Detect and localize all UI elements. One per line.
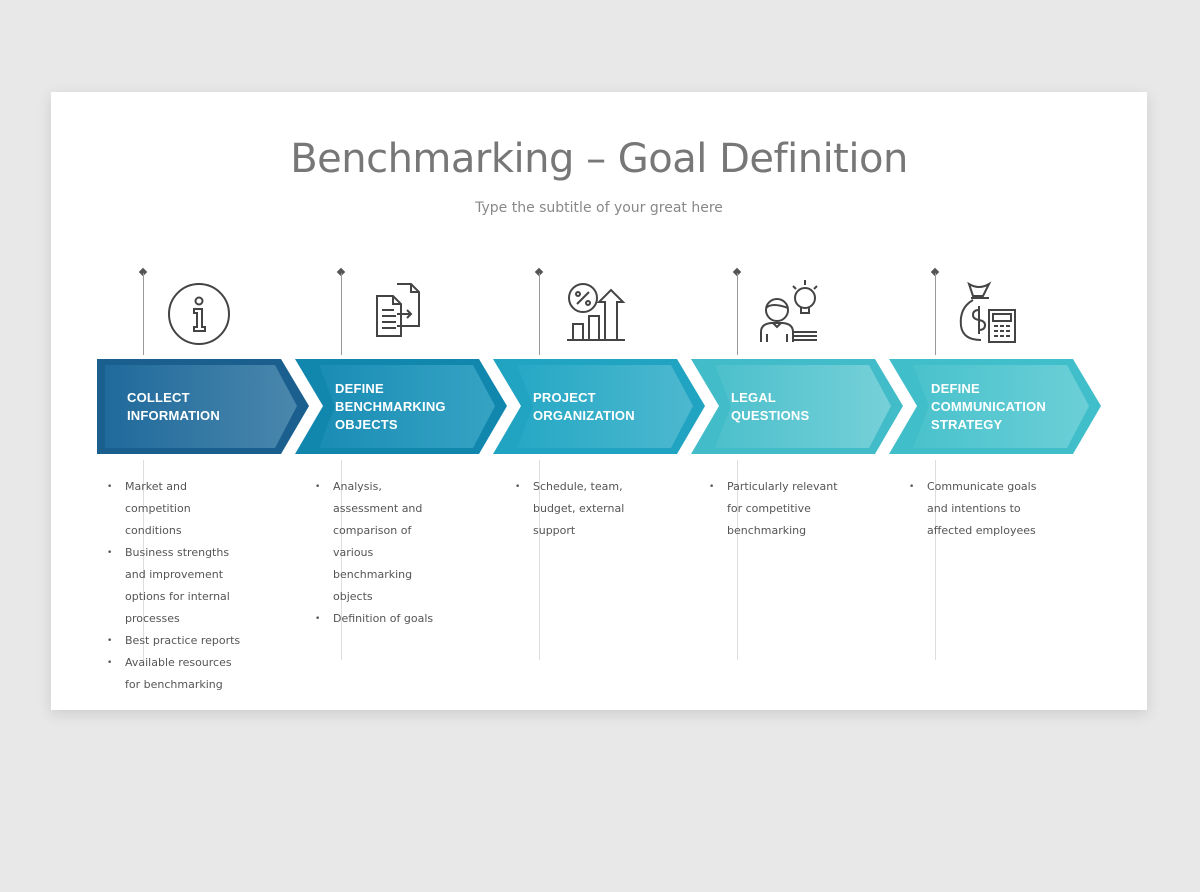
slide-title: Benchmarking – Goal Definition [290, 136, 908, 182]
step-label: COLLECT INFORMATION [127, 389, 220, 423]
column-divider [539, 460, 540, 660]
step-legal-questions [691, 92, 889, 892]
pin-line [143, 273, 144, 355]
bullet-list: Communicate goals and intentions to affe… [909, 476, 1039, 542]
step-define-benchmarking-objects [295, 92, 493, 892]
bullet-list: Analysis, assessment and comparison of v… [315, 476, 445, 630]
pin-line [341, 273, 342, 355]
chevron-legal-questions: LEGAL QUESTIONS [691, 359, 905, 454]
growth-chart-percent-icon [557, 276, 629, 348]
step-define-communication-strategy [889, 92, 1087, 892]
bullet-item: Market and competition conditions [107, 476, 242, 542]
bullet-item: Particularly relevant for competitive be… [709, 476, 839, 542]
info-circle-icon [161, 276, 233, 348]
pin-line [737, 273, 738, 355]
bullet-item: Business strengths and improvement optio… [107, 542, 242, 630]
step-4-details: Particularly relevant for competitive be… [691, 92, 889, 892]
bullet-item: Schedule, team, budget, external support [515, 476, 625, 542]
step-collect-information [97, 92, 295, 892]
bullet-item: Best practice reports [107, 630, 242, 652]
slide: Benchmarking – Goal Definition Type the … [51, 92, 1147, 710]
bullet-list: Schedule, team, budget, external support [515, 476, 625, 542]
step-label: PROJECT ORGANIZATION [533, 389, 635, 423]
step-3-details: Schedule, team, budget, external support [493, 92, 691, 892]
step-label: DEFINE BENCHMARKING OBJECTS [335, 380, 446, 432]
pin-line [935, 273, 936, 355]
money-bag-calculator-icon [953, 276, 1025, 348]
step-project-organization [493, 92, 691, 892]
column-divider [737, 460, 738, 660]
bullet-item: Analysis, assessment and comparison of v… [315, 476, 445, 608]
step-label: DEFINE COMMUNICATION STRATEGY [931, 380, 1047, 432]
step-5-details: Communicate goals and intentions to affe… [889, 92, 1087, 892]
step-1-details: Market and competition conditions Busine… [97, 92, 295, 892]
step-2-details: Analysis, assessment and comparison of v… [295, 92, 493, 892]
bullet-item: Available resources for benchmarking [107, 652, 242, 696]
step-label: LEGAL QUESTIONS [731, 389, 810, 423]
documents-transfer-icon [359, 276, 431, 348]
bullet-list: Market and competition conditions Busine… [107, 476, 242, 696]
column-divider [935, 460, 936, 660]
pin-line [539, 273, 540, 355]
bullet-list: Particularly relevant for competitive be… [709, 476, 839, 542]
chevron-collect-information: COLLECT INFORMATION [97, 359, 311, 454]
chevron-define-communication-strategy: DEFINE COMMUNICATION STRATEGY [889, 359, 1103, 454]
person-idea-bulb-icon [755, 276, 827, 348]
bullet-item: Definition of goals [315, 608, 445, 630]
chevron-define-benchmarking-objects: DEFINE BENCHMARKING OBJECTS [295, 359, 509, 454]
bullet-item: Communicate goals and intentions to affe… [909, 476, 1039, 542]
chevron-project-organization: PROJECT ORGANIZATION [493, 359, 707, 454]
slide-subtitle: Type the subtitle of your great here [475, 200, 723, 216]
